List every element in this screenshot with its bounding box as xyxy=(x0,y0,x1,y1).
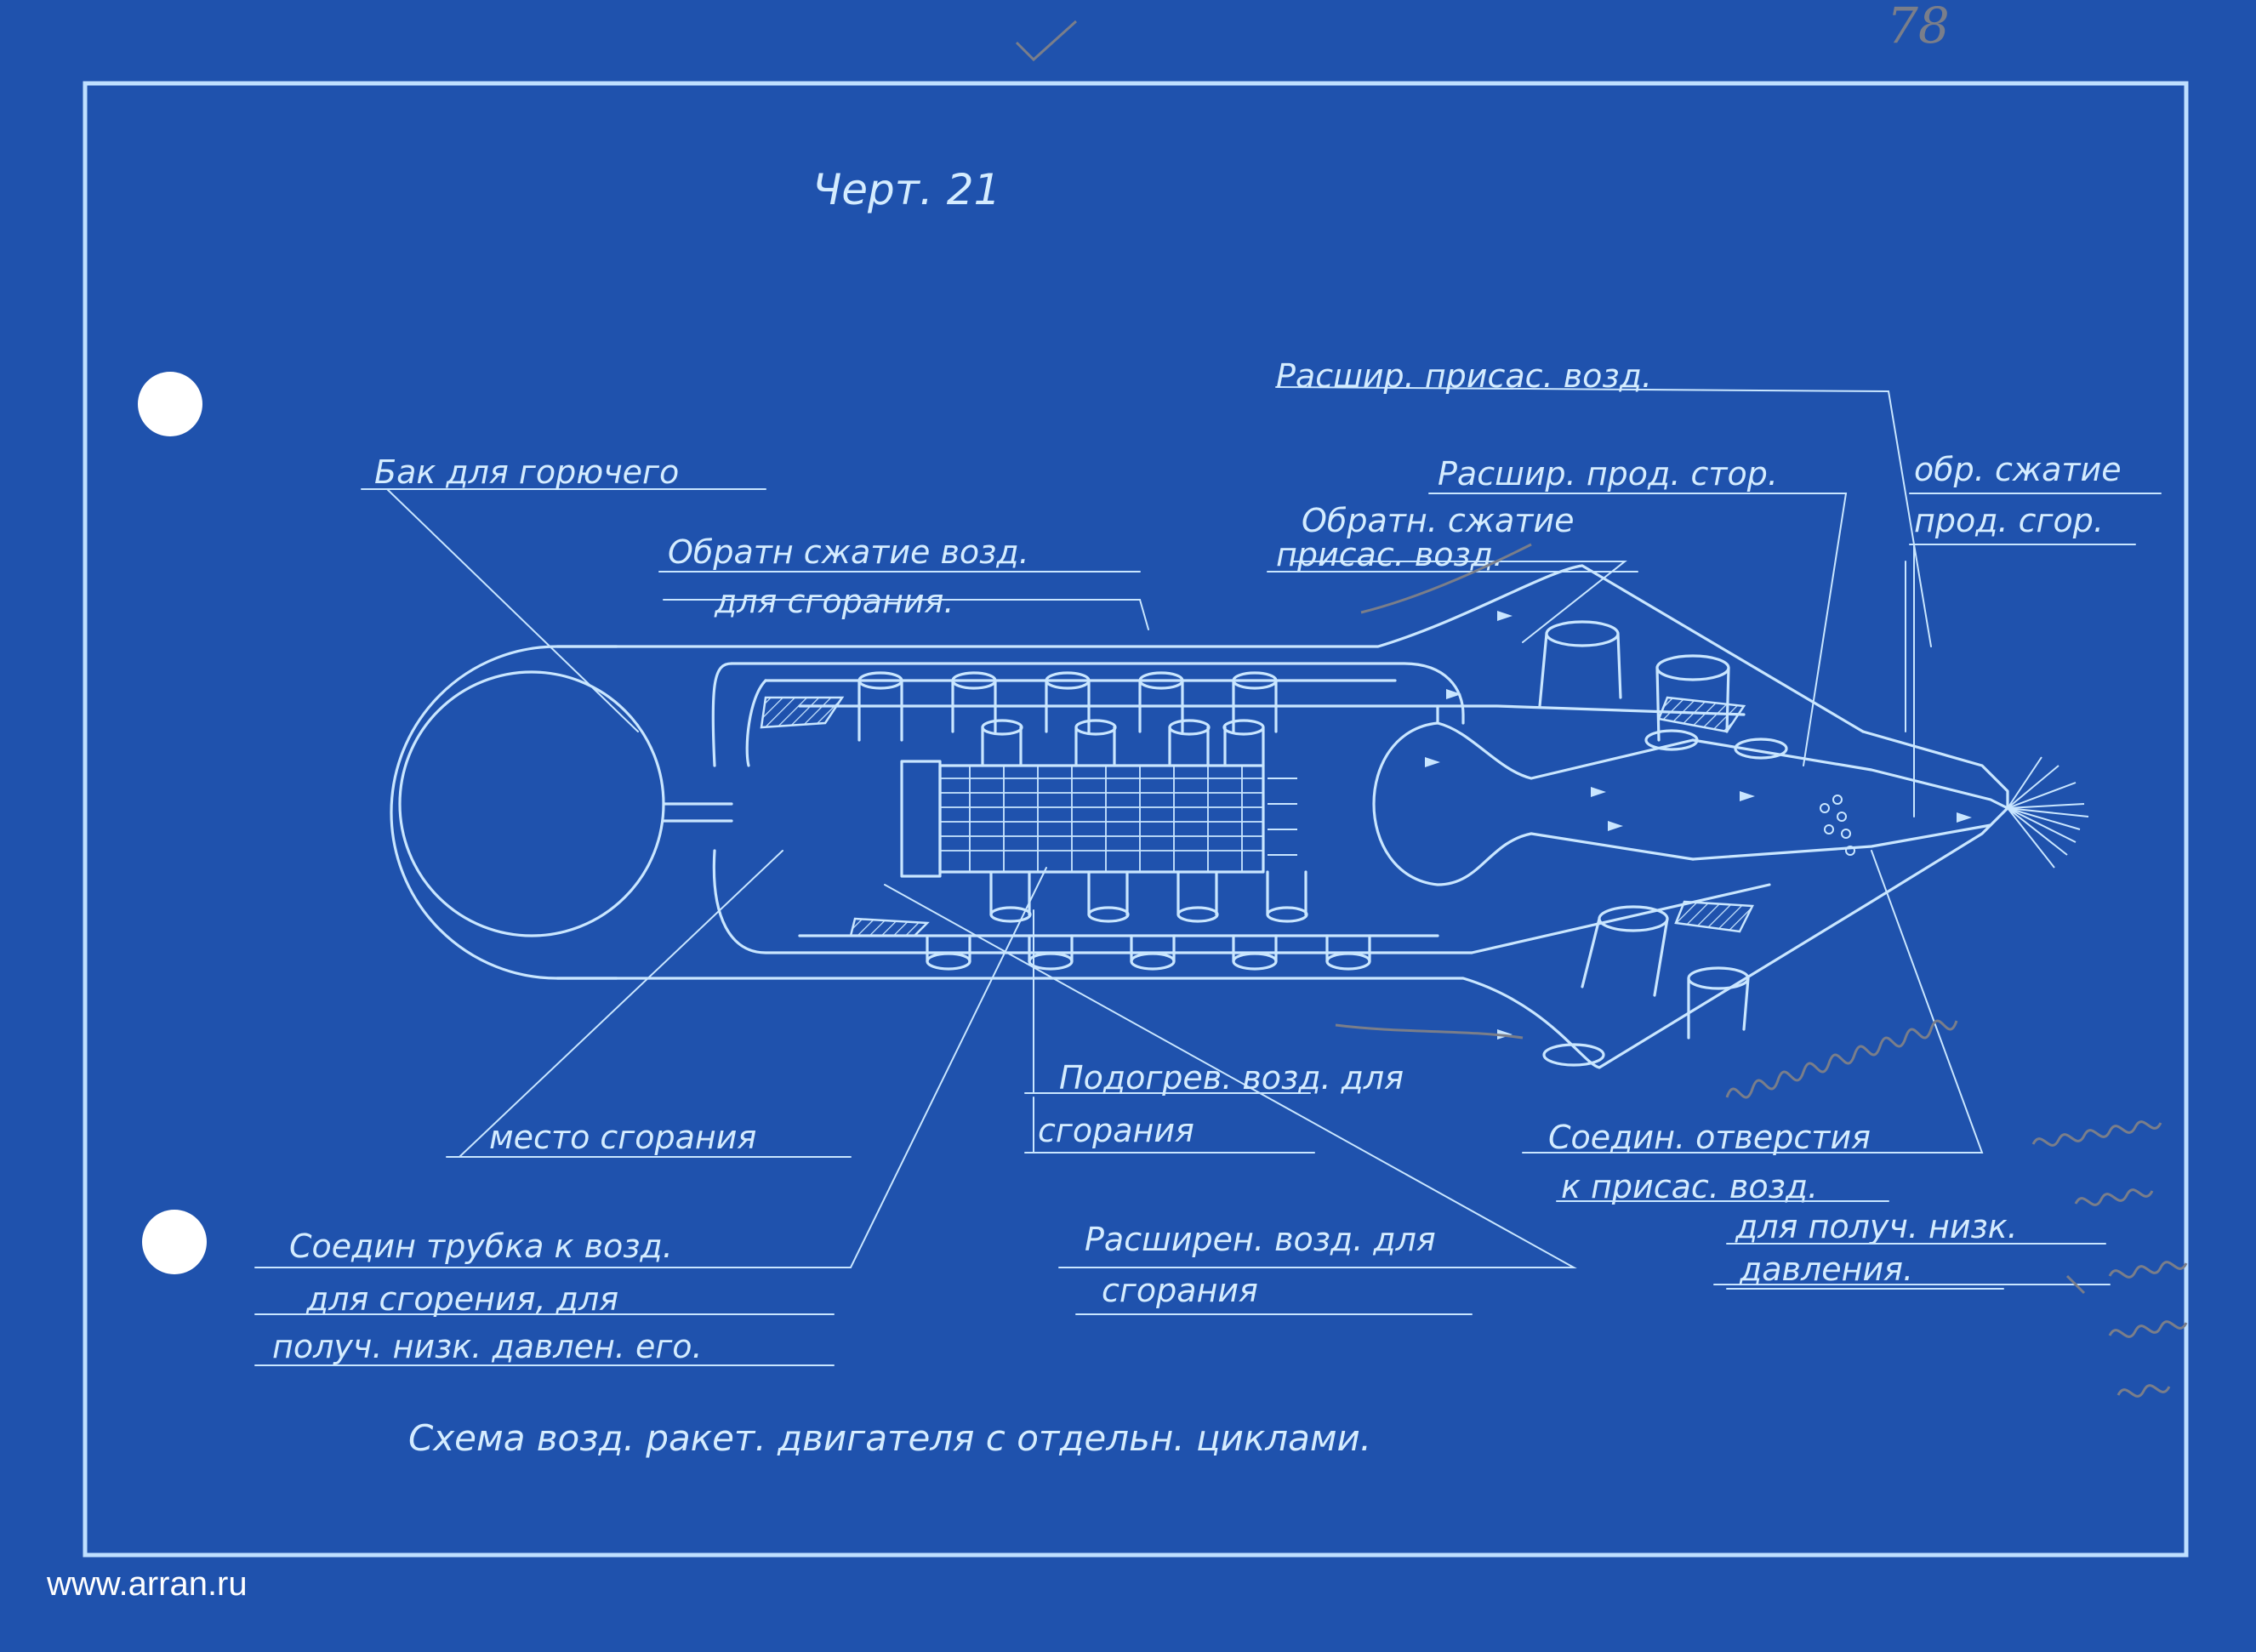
flow-arrows xyxy=(1425,611,1972,1040)
punch-hole-top xyxy=(138,372,202,436)
lower-cylinders xyxy=(926,870,1371,971)
label-fuel-tank: Бак для горючего xyxy=(374,453,679,491)
watermark: www.arran.ru xyxy=(46,1565,248,1603)
tank-housing xyxy=(390,645,618,980)
inner-duct-top-outer xyxy=(730,662,1465,725)
label-heating-air-1: Подогрев. возд. для xyxy=(1059,1059,1404,1097)
upper-cylinders xyxy=(857,671,1278,767)
label-expansion-products: Расшир. прод. стор. xyxy=(1438,455,1778,493)
inner-duct-left xyxy=(711,662,733,767)
label-connecting-holes-2: к присас. возд. xyxy=(1561,1168,1818,1205)
lower-passage xyxy=(1470,883,1771,954)
hatch-top-left xyxy=(760,696,845,729)
inner-duct-left-inner xyxy=(745,679,767,767)
label-reverse-compression-sucked-1: Обратн. сжатие xyxy=(1302,502,1575,539)
drawing-number: Черт. 21 xyxy=(812,165,1000,214)
label-reverse-compression-products-1: обр. сжатие xyxy=(1914,451,2122,488)
label-reverse-compression-air-2: для сгорания. xyxy=(714,583,954,620)
label-expanded-air-2: сгорания xyxy=(1102,1272,1258,1309)
nozzle-outer xyxy=(1861,730,2009,903)
hull-bottom xyxy=(555,900,1873,1069)
page-number: 78 xyxy=(1887,0,1950,54)
label-connecting-tube-3: получ. низк. давлен. его. xyxy=(272,1328,703,1365)
label-connecting-tube-2: для сгорения, для xyxy=(305,1280,618,1318)
label-underlines xyxy=(254,493,2162,1366)
label-connecting-holes-1: Соедин. отверстия xyxy=(1548,1119,1871,1156)
hatch-bottom-left xyxy=(849,917,930,937)
connecting-holes xyxy=(1820,795,1855,856)
mixing-bulb-top xyxy=(1436,721,1695,780)
tank-connecting-tube xyxy=(662,802,733,823)
label-heating-air-2: сгорания xyxy=(1038,1112,1194,1149)
label-connecting-tube-1: Соедин трубка к возд. xyxy=(289,1228,673,1265)
punch-hole-bottom xyxy=(142,1210,207,1274)
intake-cylinders xyxy=(1538,620,1788,1067)
check-mark xyxy=(1015,20,1078,62)
exchanger-grid xyxy=(940,766,1263,872)
heat-exchanger xyxy=(938,764,1265,874)
drawing-frame xyxy=(83,81,2189,1558)
label-reverse-compression-sucked-2: присас. возд. xyxy=(1276,536,1503,573)
exchanger-outlet-arrows xyxy=(1268,778,1297,856)
label-reverse-compression-products-2: прод. сгор. xyxy=(1914,502,2104,539)
hatch-bottom-right xyxy=(1674,900,1754,933)
drawing-caption: Схема возд. ракет. двигателя с отдельн. … xyxy=(408,1417,1371,1459)
nozzle-inner-bottom xyxy=(1691,823,1992,861)
label-reverse-compression-air-1: Обратн сжатие возд. xyxy=(668,533,1029,571)
label-expansion-sucked-air: Расшир. присас. возд. xyxy=(1276,357,1652,395)
hatch-top-right xyxy=(1657,696,1746,733)
label-connecting-holes-3: для получ. низк. xyxy=(1735,1208,2018,1245)
mixing-bulb xyxy=(1372,721,1695,886)
engine-body xyxy=(390,564,2089,1069)
exhaust-plume xyxy=(2007,756,2089,869)
label-expanded-air-1: Расширен. возд. для xyxy=(1085,1221,1436,1258)
label-combustion-place: место сгорания xyxy=(489,1119,756,1156)
label-connecting-holes-4: давления. xyxy=(1739,1250,1913,1288)
hull-top xyxy=(555,564,1865,733)
pencil-annotations xyxy=(1335,543,2188,1398)
lower-duct xyxy=(712,849,1473,954)
